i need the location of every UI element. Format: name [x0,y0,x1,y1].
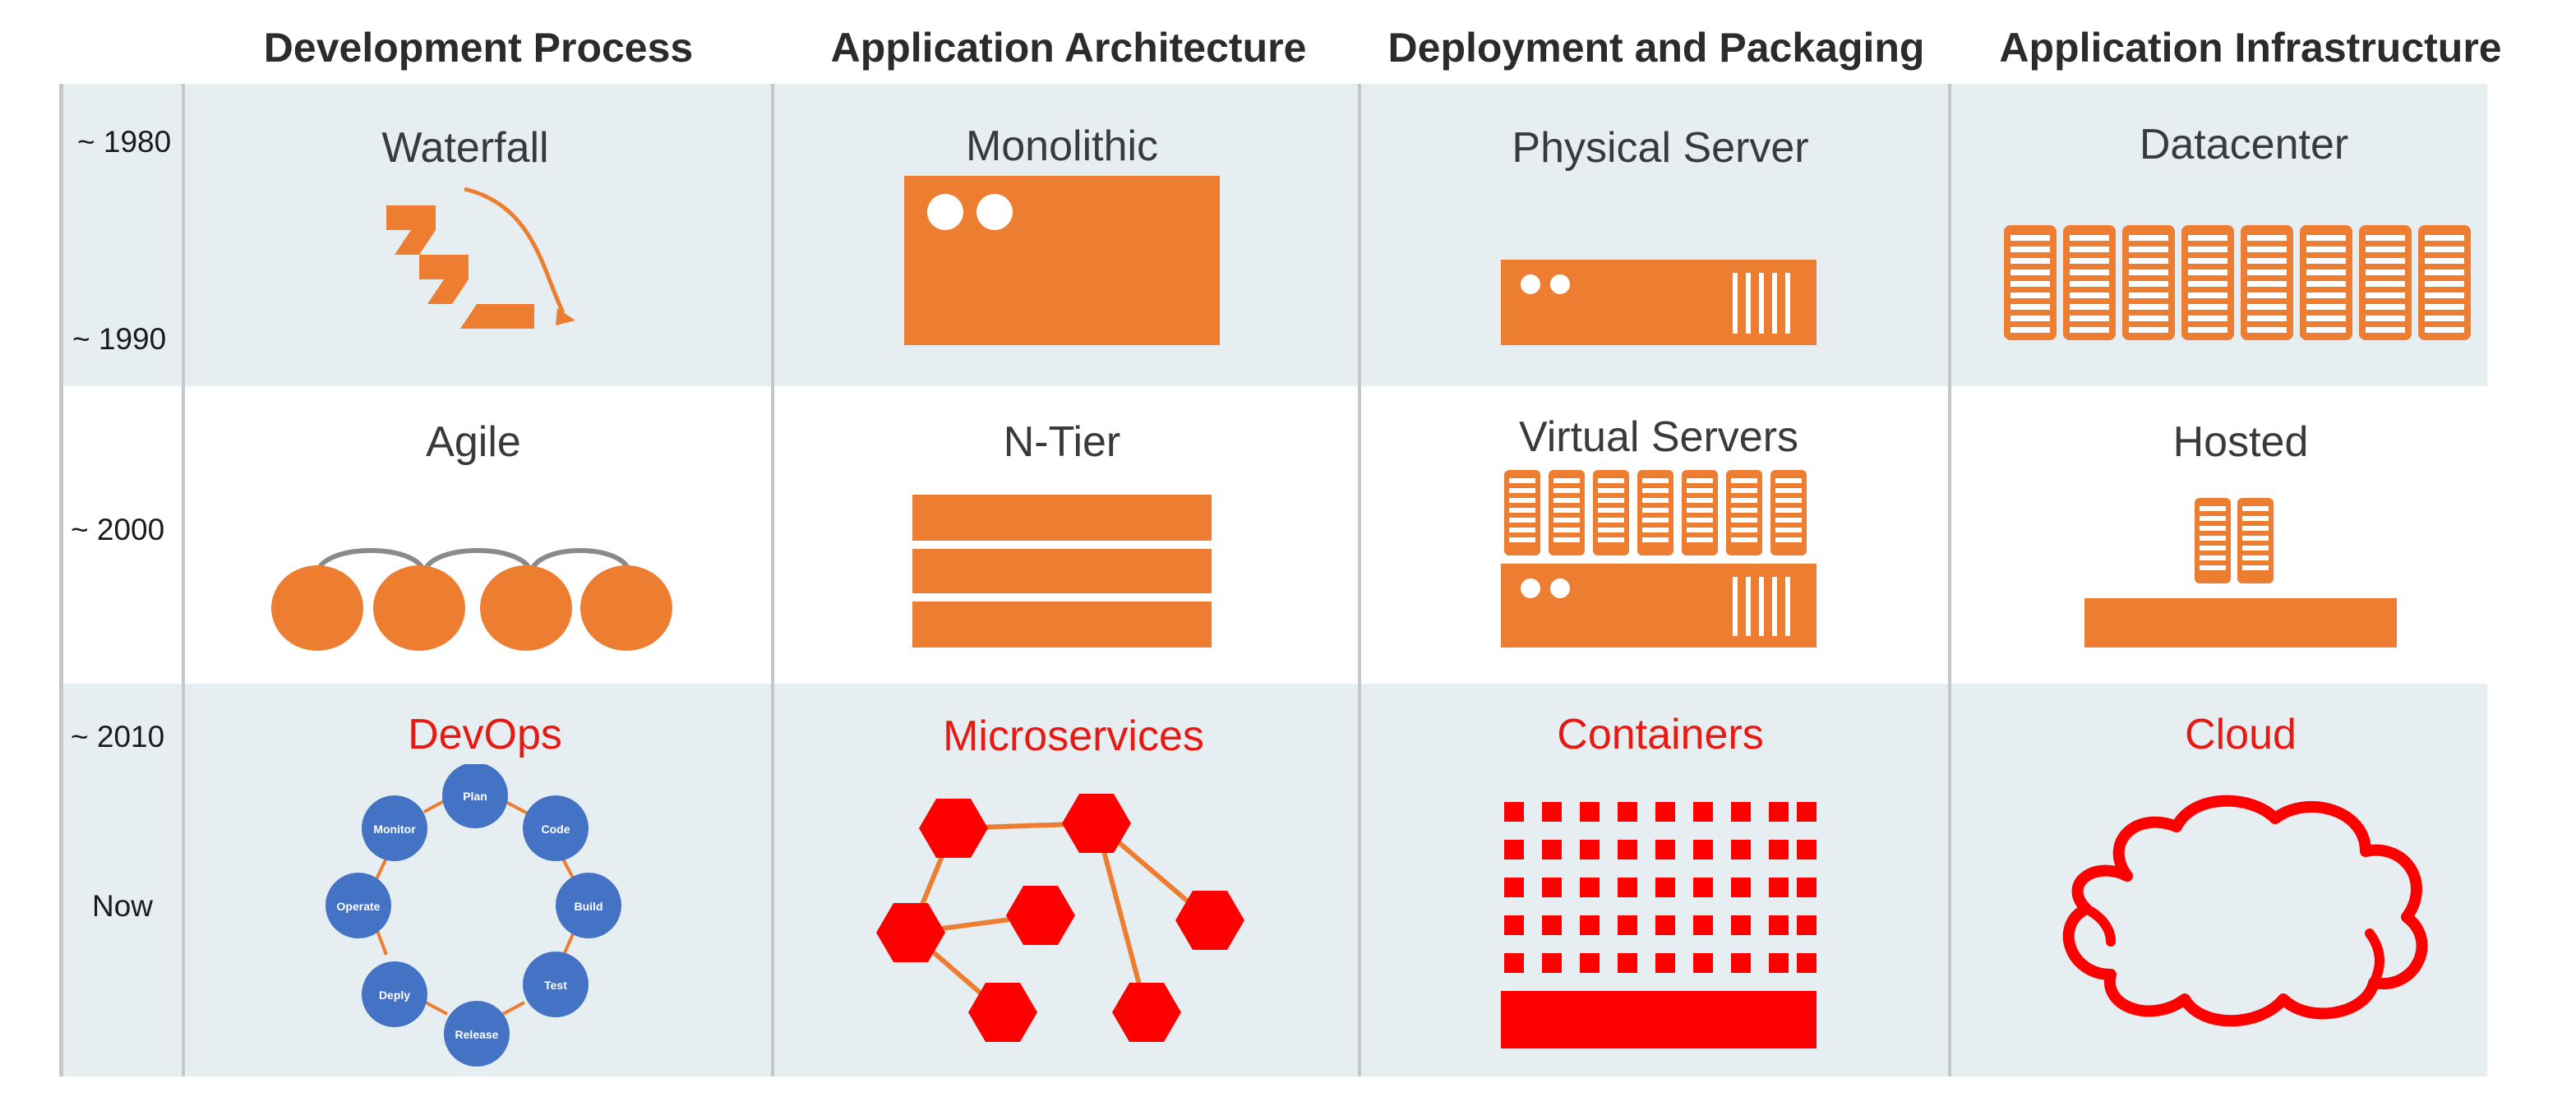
label-microservices: Microservices [943,712,1204,760]
devops-step: Test [523,952,589,1017]
hosted-icon [2084,498,2397,647]
header-application-infrastructure: Application Infrastructure [1999,25,2502,71]
label-datacenter: Datacenter [2139,121,2349,168]
label-devops: DevOps [408,711,562,758]
era-label-2010: ~ 2010 [71,720,165,753]
header-development-process: Development Process [263,25,694,71]
column-divider [771,84,774,1076]
devops-cycle-icon: Plan Code Build Test Release Deply Opera… [325,764,621,1067]
era-label-now: Now [92,889,154,923]
era-label-1990: ~ 1990 [72,322,167,356]
datacenter-icon [2004,225,2471,340]
devops-step: Build [556,873,621,938]
header-deployment-packaging: Deployment and Packaging [1387,25,1925,71]
label-hosted: Hosted [2172,418,2309,466]
virtual-servers-icon [1501,470,1817,647]
cloud-icon [2062,795,2428,1027]
devops-step: Release [444,1001,510,1067]
label-physical-server: Physical Server [1512,124,1809,172]
era-label-2000: ~ 2000 [71,513,165,546]
column-divider [182,84,185,1076]
label-waterfall: Waterfall [381,124,549,172]
label-cloud: Cloud [2185,711,2297,758]
era-label-1980: ~ 1980 [77,125,172,159]
timeline-axis-line [59,84,63,1076]
microservices-icon [876,794,1244,1042]
label-monolithic: Monolithic [965,122,1159,170]
label-containers: Containers [1557,711,1764,758]
label-virtual-servers: Virtual Servers [1518,413,1799,461]
svg-text:Operate: Operate [337,900,381,913]
svg-text:Monitor: Monitor [373,823,416,836]
svg-text:Plan: Plan [463,790,487,803]
waterfall-icon [386,187,575,329]
svg-text:Release: Release [455,1028,499,1041]
header-application-architecture: Application Architecture [830,25,1307,71]
svg-text:Test: Test [544,979,567,992]
devops-step: Operate [325,873,391,938]
label-agile: Agile [426,418,521,466]
devops-step: Monitor [362,795,427,861]
agile-icon [271,548,672,651]
svg-text:Build: Build [575,900,603,913]
row-band-2000s [62,386,2487,684]
column-divider [1948,84,1951,1076]
n-tier-icon [912,495,1212,647]
svg-text:Deply: Deply [379,988,410,1002]
devops-step: Deply [362,961,427,1027]
monolithic-icon [904,176,1220,345]
column-divider [1358,84,1361,1076]
devops-step: Plan [442,764,508,828]
containers-icon [1501,802,1817,1048]
devops-step: Code [523,795,589,861]
svg-text:Code: Code [542,823,570,836]
label-n-tier: N-Tier [1003,418,1121,466]
physical-server-icon [1501,260,1817,345]
